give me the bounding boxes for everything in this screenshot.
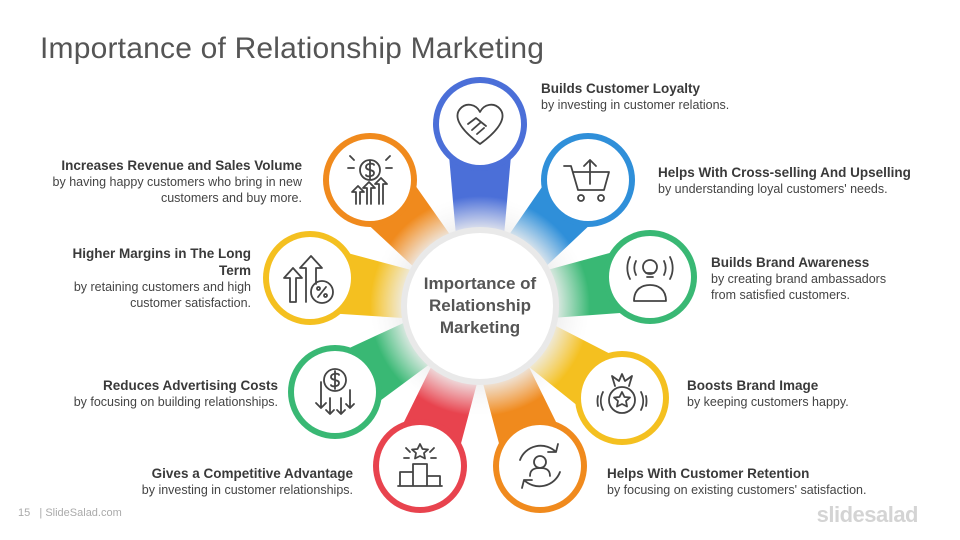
item-revenue: Increases Revenue and Sales Volume by ha… <box>40 157 302 206</box>
shopping-cart-icon <box>563 159 610 202</box>
item-description: by creating brand ambassadors from satis… <box>711 272 887 302</box>
center-label: Importance of Relationship Marketing <box>423 274 537 337</box>
item-description: by investing in customer relations. <box>541 98 730 112</box>
item-margins: Higher Margins in The Long Term by retai… <box>50 245 252 311</box>
item-heading: Higher Margins in The Long Term <box>72 246 252 278</box>
page-number: 15 <box>18 507 31 519</box>
petal-inner <box>581 357 663 439</box>
item-image: Boosts Brand Image by keeping customers … <box>687 377 917 410</box>
item-awareness: Builds Brand Awareness by creating brand… <box>711 254 911 303</box>
brand-logo: slidesalad <box>816 502 919 527</box>
site-link[interactable]: | SlideSalad.com <box>39 507 122 519</box>
item-description: by focusing on building relationships. <box>73 395 278 409</box>
item-description: by focusing on existing customers' satis… <box>607 483 867 497</box>
item-heading: Builds Customer Loyalty <box>541 81 701 96</box>
item-description: by retaining customers and high customer… <box>73 280 251 310</box>
item-competitive: Gives a Competitive Advantage by investi… <box>93 465 353 498</box>
money-down-icon <box>315 368 355 415</box>
customer-cycle-icon <box>519 443 561 489</box>
percent-growth-icon <box>283 255 334 304</box>
center-circle <box>401 227 559 385</box>
item-description: by investing in customer relationships. <box>141 483 353 497</box>
item-cross-selling: Helps With Cross-selling And Upselling b… <box>658 164 928 197</box>
petal-inner <box>547 139 629 221</box>
handshake-heart-icon <box>456 103 504 145</box>
star-badge-icon <box>596 373 648 414</box>
item-description: by understanding loyal customers' needs. <box>658 182 888 196</box>
item-loyalty: Builds Customer Loyalty by investing in … <box>541 80 801 113</box>
petal-inner <box>379 425 461 507</box>
petal-inner <box>269 237 351 319</box>
item-heading: Helps With Customer Retention <box>607 466 810 481</box>
page-title: Importance of Relationship Marketing <box>40 32 545 65</box>
item-description: by having happy customers who bring in n… <box>52 175 302 205</box>
podium-icon <box>397 443 443 487</box>
speaker-idea-icon <box>626 256 674 302</box>
item-retention: Helps With Customer Retention by focusin… <box>607 465 907 498</box>
footer: 15 | SlideSalad.com <box>18 507 122 519</box>
item-heading: Builds Brand Awareness <box>711 255 870 270</box>
petal-inner <box>499 425 581 507</box>
item-heading: Boosts Brand Image <box>687 378 819 393</box>
item-heading: Gives a Competitive Advantage <box>151 466 353 481</box>
petal-inner <box>294 351 376 433</box>
item-description: by keeping customers happy. <box>687 395 849 409</box>
dollar-growth-icon <box>347 155 393 205</box>
item-advertising: Reduces Advertising Costs by focusing on… <box>38 377 278 410</box>
item-heading: Increases Revenue and Sales Volume <box>61 158 302 173</box>
item-heading: Helps With Cross-selling And Upselling <box>658 165 911 180</box>
item-heading: Reduces Advertising Costs <box>102 378 278 393</box>
